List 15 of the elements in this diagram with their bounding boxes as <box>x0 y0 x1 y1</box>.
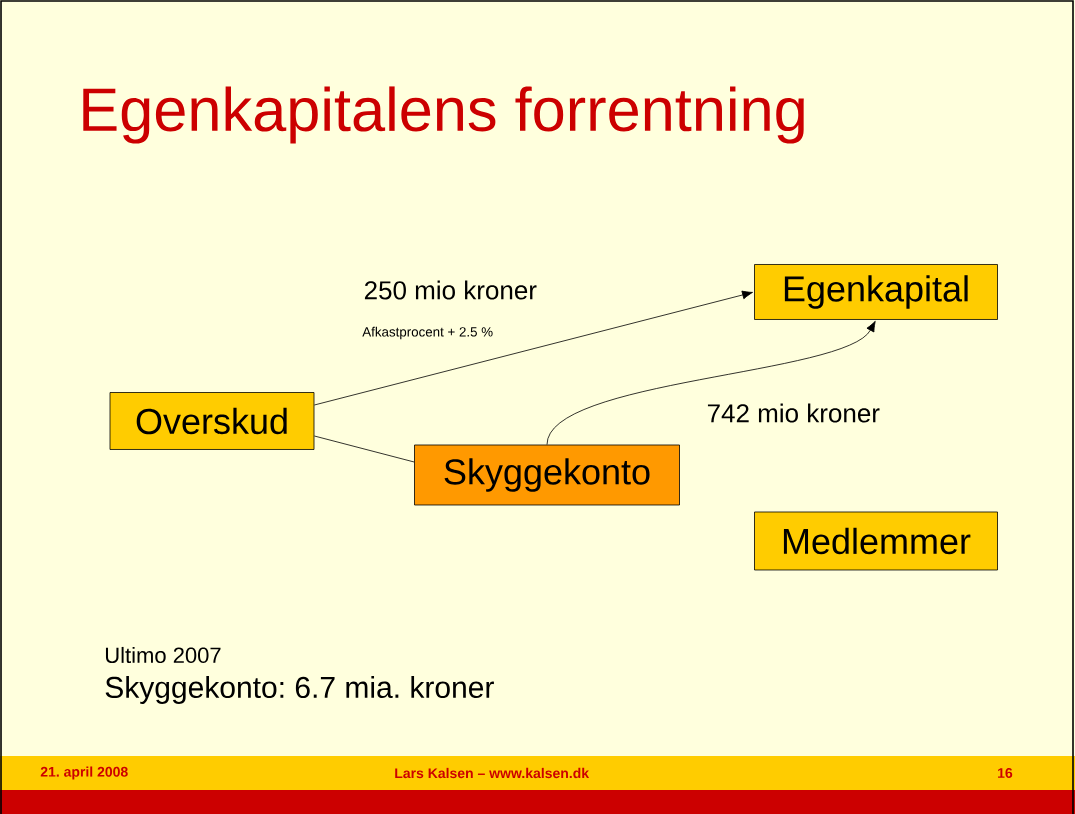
edge-label: 250 mio kroner <box>362 279 539 301</box>
account-box: Skyggekonto <box>414 444 680 506</box>
account-box: Egenkapital <box>754 264 998 320</box>
edge-note: Afkastprocent + 2.5 % <box>362 326 493 340</box>
footer-date: 21. april 2008 <box>40 766 128 780</box>
account-box: Medlemmer <box>754 511 998 571</box>
edge-label: 742 mio kroner <box>705 402 882 424</box>
slide-title: Egenkapitalens forrentning <box>83 86 804 144</box>
note-text: Ultimo 2007 <box>105 646 221 664</box>
note-text: Skyggekonto: 6.7 mia. kroner <box>105 676 494 704</box>
account-box: Overskud <box>109 392 315 450</box>
page-number: 16 <box>998 768 1013 778</box>
arrow <box>314 290 753 406</box>
arrow <box>546 320 876 445</box>
footer-author: Lars Kalsen – www.kalsen.dk <box>395 767 590 779</box>
